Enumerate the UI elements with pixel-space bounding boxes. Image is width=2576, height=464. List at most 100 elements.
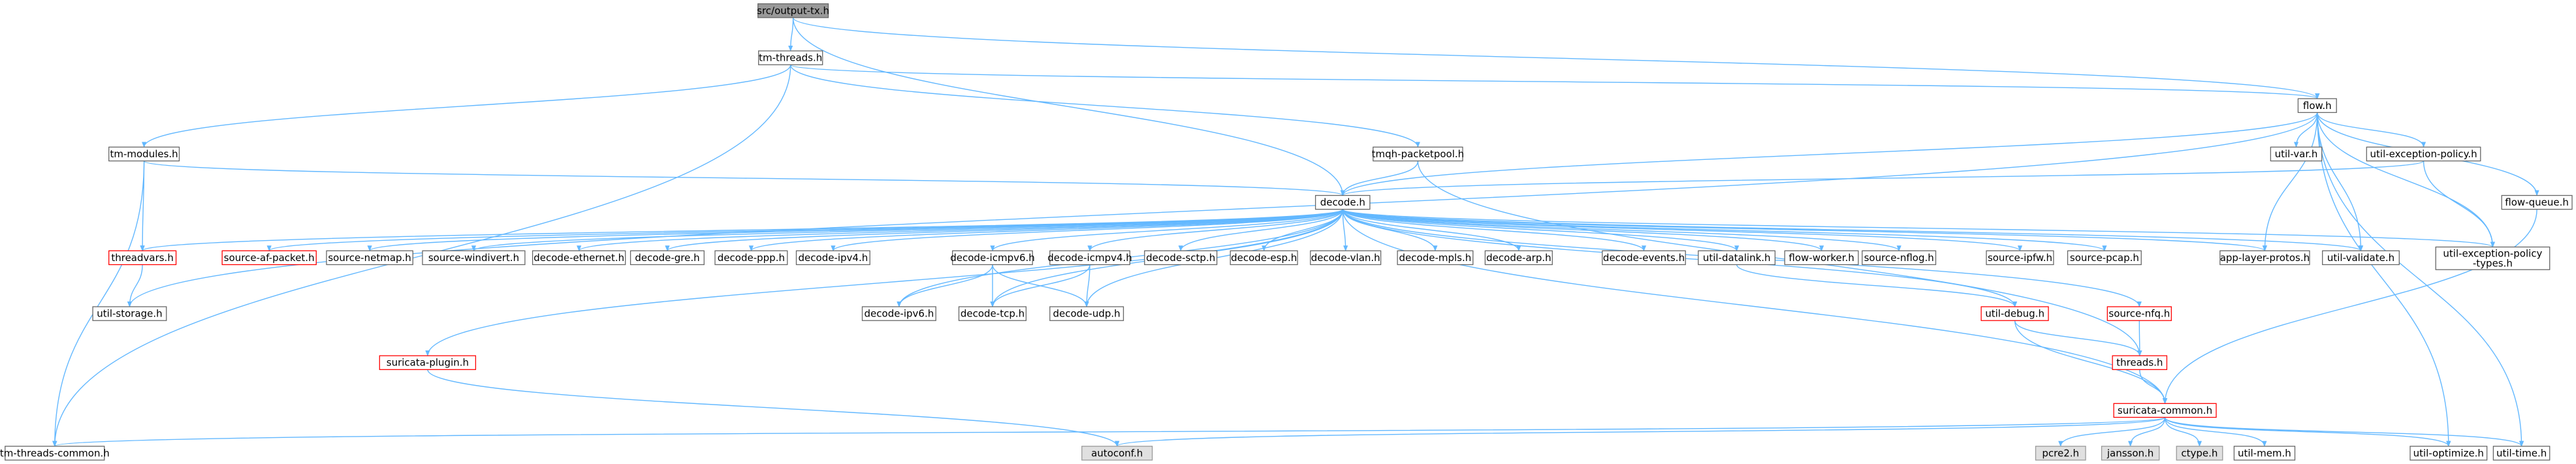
node-label: source-af-packet.h: [224, 252, 315, 264]
node-threads[interactable]: threads.h: [2112, 355, 2168, 370]
node-decode-ethernet[interactable]: decode-ethernet.h: [532, 250, 626, 266]
edge-decode-to-decode-vlan: [1342, 209, 1348, 252]
node-decode-udp[interactable]: decode-udp.h: [1049, 306, 1124, 321]
node-label: decode-ppp.h: [718, 252, 785, 264]
node-box: [861, 306, 936, 321]
edge-output-tx-to-flow: [792, 17, 2320, 100]
edge-decode-to-decode-icmpv4: [1087, 209, 1343, 252]
node-tm-threads-common[interactable]: tm-threads-common.h: [0, 446, 110, 461]
node-decode-ipv6[interactable]: decode-ipv6.h: [861, 306, 936, 321]
node-util-mem[interactable]: util-mem.h: [2233, 446, 2296, 461]
node-decode-mpls[interactable]: decode-mpls.h: [1397, 250, 1474, 266]
node-label: decode-gre.h: [635, 252, 699, 264]
node-box: [2270, 146, 2323, 162]
node-decode-ppp[interactable]: decode-ppp.h: [714, 250, 788, 266]
node-label: src/output-tx.h: [757, 5, 829, 16]
node-source-windivert[interactable]: source-windivert.h: [422, 250, 526, 266]
node-source-nflog[interactable]: source-nflog.h: [1862, 250, 1937, 266]
edge-flow-to-util-storage: [127, 112, 2318, 307]
node-label: util-debug.h: [1985, 308, 2044, 320]
node-box: [714, 250, 788, 266]
node-box: [5, 446, 105, 461]
node-decode-icmpv4[interactable]: decode-icmpv4.h: [1047, 250, 1132, 266]
node-box: [2067, 250, 2142, 266]
edge-flow-to-util-var: [2293, 112, 2318, 148]
node-decode-sctp[interactable]: decode-sctp.h: [1144, 250, 1218, 266]
node-box: [2409, 446, 2488, 461]
node-suricata-plugin[interactable]: suricata-plugin.h: [379, 355, 477, 370]
node-box: [1049, 250, 1130, 266]
node-label: decode.h: [1320, 196, 1365, 208]
node-util-datalink[interactable]: util-datalink.h: [1698, 250, 1776, 266]
node-decode-esp[interactable]: decode-esp.h: [1230, 250, 1298, 266]
edge-tm-modules-to-decode: [143, 160, 1345, 196]
node-box: [1986, 250, 2054, 266]
node-label: tm-threads-common.h: [0, 447, 110, 459]
node-tmqh[interactable]: tmqh-packetpool.h: [1372, 146, 1464, 162]
node-tm-threads[interactable]: tm-threads.h: [758, 50, 823, 65]
node-label: decode-icmpv6.h: [950, 252, 1035, 264]
node-source-nfq[interactable]: source-nfq.h: [2107, 306, 2172, 321]
node-decode[interactable]: decode.h: [1314, 194, 1371, 210]
node-label: decode-ethernet.h: [533, 252, 624, 264]
node-util-var[interactable]: util-var.h: [2270, 146, 2323, 162]
node-decode-ipv4[interactable]: decode-ipv4.h: [795, 250, 870, 266]
edge-decode-to-decode-gre: [665, 209, 1343, 252]
node-decode-gre[interactable]: decode-gre.h: [629, 250, 705, 266]
node-util-storage[interactable]: util-storage.h: [92, 306, 167, 321]
node-box: [629, 250, 705, 266]
node-decode-vlan[interactable]: decode-vlan.h: [1310, 250, 1382, 266]
node-label: jansson.h: [2107, 447, 2154, 459]
node-label: decode-events.h: [1603, 252, 1685, 264]
node-box: [1373, 146, 1463, 162]
edge-flow-to-util-time: [2317, 112, 2524, 447]
node-box: [958, 306, 1027, 321]
node-decode-icmpv6[interactable]: decode-icmpv6.h: [950, 250, 1035, 266]
node-box: [2322, 250, 2400, 266]
edge-decode-to-source-nflog: [1342, 209, 1901, 252]
node-box: [1314, 194, 1371, 210]
node-label: suricata-common.h: [2118, 405, 2212, 416]
edge-decode-to-suricata-plugin: [425, 209, 1343, 356]
node-decode-arp[interactable]: decode-arp.h: [1484, 250, 1553, 266]
node-flow-worker[interactable]: flow-worker.h: [1784, 250, 1859, 266]
edge-source-nfq-to-threads: [2137, 320, 2142, 356]
node-flow[interactable]: flow.h: [2297, 98, 2337, 114]
edge-tm-threads-to-flow: [790, 64, 2319, 100]
node-box: [2176, 446, 2223, 461]
edge-decode-to-util-exc-pol-types: [1342, 209, 2495, 248]
node-util-exc-pol[interactable]: util-exception-policy.h: [2366, 146, 2481, 162]
node-flow-queue[interactable]: flow-queue.h: [2501, 194, 2573, 210]
node-box: [2435, 246, 2551, 270]
node-label: decode-ipv6.h: [865, 308, 934, 320]
node-label: decode-ipv4.h: [799, 252, 868, 264]
node-app-layer-protos[interactable]: app-layer-protos.h: [2219, 250, 2310, 266]
node-util-time[interactable]: util-time.h: [2492, 446, 2551, 461]
node-util-validate[interactable]: util-validate.h: [2322, 250, 2400, 266]
node-box: [2035, 446, 2086, 461]
node-decode-events[interactable]: decode-events.h: [1602, 250, 1686, 266]
edge-decode-to-source-windivert: [471, 209, 1343, 252]
node-label: util-var.h: [2275, 148, 2318, 160]
node-threadvars[interactable]: threadvars.h: [108, 250, 177, 266]
node-box: [221, 250, 317, 266]
node-util-exc-pol-types[interactable]: util-exception-policy-types.h: [2435, 246, 2551, 270]
edge-tm-threads-to-tmqh: [790, 65, 1420, 148]
node-source-pcap[interactable]: source-pcap.h: [2067, 250, 2142, 266]
node-util-optimize[interactable]: util-optimize.h: [2409, 446, 2488, 461]
node-source-netmap[interactable]: source-netmap.h: [326, 250, 413, 266]
node-label: source-nflog.h: [1864, 252, 1934, 264]
node-source-ipfw[interactable]: source-ipfw.h: [1986, 250, 2054, 266]
node-util-debug[interactable]: util-debug.h: [1980, 306, 2049, 321]
node-source-af-packet[interactable]: source-af-packet.h: [221, 250, 317, 266]
node-suricata-common[interactable]: suricata-common.h: [2113, 403, 2217, 418]
node-label: source-ipfw.h: [1988, 252, 2052, 264]
node-box: [2101, 446, 2160, 461]
node-output-tx[interactable]: src/output-tx.h: [757, 3, 829, 18]
node-box: [2297, 98, 2337, 114]
node-box: [1081, 446, 1153, 461]
edge-tm-modules-to-tm-threads-common: [52, 161, 145, 447]
node-decode-tcp[interactable]: decode-tcp.h: [958, 306, 1027, 321]
node-tm-modules[interactable]: tm-modules.h: [108, 146, 180, 162]
node-label: threadvars.h: [111, 252, 174, 264]
